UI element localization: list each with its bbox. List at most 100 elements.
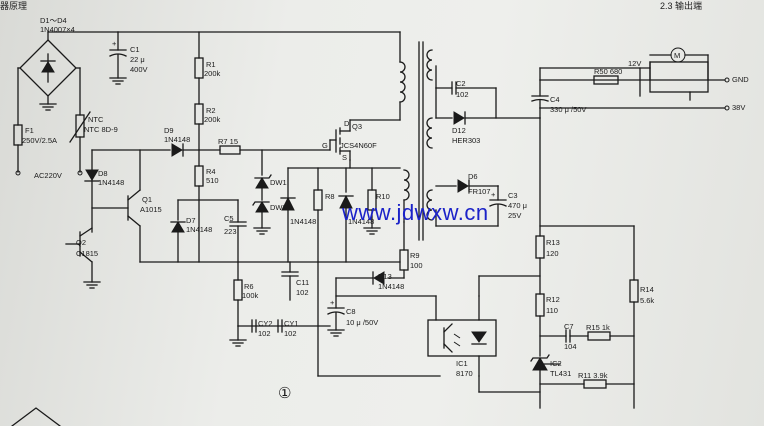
r4-value: 510 [206, 176, 219, 185]
resistor-r4 [194, 149, 204, 263]
output-38v-label: 38V [732, 103, 745, 112]
q2-part: C1815 [76, 249, 98, 258]
r9-ref: R9 [410, 251, 420, 260]
svg-text:+: + [491, 190, 496, 199]
r2-value: 200k [204, 115, 221, 124]
logo-mark-icon [11, 407, 61, 426]
c5-ref: C5 [224, 214, 234, 223]
r13-value: 120 [546, 249, 559, 258]
diode-d8 [84, 169, 100, 182]
zener-dw1-dw2 [252, 149, 272, 235]
resistor-r7 [219, 145, 331, 155]
capacitor-c11 [281, 261, 299, 301]
r1-ref: R1 [206, 60, 216, 69]
ntc-ref: NTC [88, 115, 104, 124]
c4-value: 330 μ /50V [550, 105, 586, 114]
fuse-f1 [13, 124, 23, 176]
ntc-thermistor [69, 111, 91, 176]
r7-label: R7 15 [218, 137, 238, 146]
mosfet-q3 [329, 119, 401, 161]
d12-ref: D12 [452, 126, 466, 135]
ic2-ref: IC2 [550, 359, 562, 368]
svg-text:+: + [330, 298, 335, 307]
sense-diode-left-value: 1N4148 [290, 217, 316, 226]
resistor-r9 [387, 249, 409, 279]
ntc-value: NTC 8D-9 [84, 125, 118, 134]
transistor-q2 [65, 227, 101, 289]
q1-part: A1015 [140, 205, 162, 214]
cy2-ref: CY2 [258, 319, 273, 328]
c3-ref: C3 [508, 191, 518, 200]
q3-source-pin: S [342, 153, 347, 162]
c1-ref: C1 [130, 45, 140, 54]
output-gnd-label: GND [732, 75, 749, 84]
c4-ref: C4 [550, 95, 560, 104]
page-header-right: 2.3 输出端 [660, 0, 702, 11]
d8-value: 1N4148 [98, 178, 124, 187]
dw1-label: DW1 [270, 178, 287, 187]
r12-ref: R12 [546, 295, 560, 304]
r11-label: R11 3.9k [578, 371, 608, 380]
fan-circuit [539, 47, 726, 101]
c1-value-2: 400V [130, 65, 148, 74]
c8-value: 10 μ /50V [346, 318, 378, 327]
c3-value-1: 470 μ [508, 201, 527, 210]
page-header-left: 器原理 [0, 1, 27, 11]
aux-output: + [435, 179, 507, 227]
r14-ref: R14 [640, 285, 654, 294]
output-12v-label: 12V [628, 59, 641, 68]
cy1-ref: CY1 [284, 319, 299, 328]
d7-value: 1N4148 [186, 225, 212, 234]
figure-number: ① [278, 384, 291, 402]
sense-diode-right-value: 1N4148 [348, 217, 374, 226]
dw2-label: DW2 [270, 203, 287, 212]
r14-value: 5.6k [640, 296, 654, 305]
cy2-value: 102 [258, 329, 271, 338]
capacitor-c4 [531, 79, 549, 109]
resistor-r6 [233, 261, 243, 327]
sense-network [280, 167, 381, 263]
d8-ref: D8 [98, 169, 108, 178]
bridge-ref: D1～D4 [40, 16, 67, 25]
r4-ref: R4 [206, 167, 216, 176]
ac-input-label: AC220V [34, 171, 62, 180]
f1-value: 250V/2.5A [22, 136, 57, 145]
q3-drain-pin: D [344, 119, 350, 128]
c7-value: 104 [564, 342, 577, 351]
d6-ref: D6 [468, 172, 478, 181]
d13-ref: D13 [378, 272, 392, 281]
d6-part: FR107 [468, 187, 491, 196]
r6-ref: R6 [244, 282, 254, 291]
q3-ref: Q3 [352, 122, 362, 131]
f1-ref: F1 [25, 126, 34, 135]
c2-ref: C2 [456, 79, 466, 88]
c7-ref: C7 [564, 322, 574, 331]
feedback-network [478, 117, 639, 409]
d7-ref: D7 [186, 216, 196, 225]
watermark-text: www.jdwxw.cn [341, 200, 489, 225]
ic2-part: TL431 [550, 369, 571, 378]
c2-value: 102 [456, 90, 469, 99]
optocoupler-ic1 [427, 295, 497, 377]
resistor-r1-r2 [194, 31, 204, 151]
q3-gate-pin: G [322, 141, 328, 150]
y-capacitors [229, 319, 331, 347]
r6-value: 100k [242, 291, 259, 300]
r1-value: 200k [204, 69, 221, 78]
q1-ref: Q1 [142, 195, 152, 204]
r9-value: 100 [410, 261, 423, 270]
r10-label: R10 [376, 192, 390, 201]
c8-ref: C8 [346, 307, 356, 316]
c5-value: 223 [224, 227, 237, 236]
diode-d7-cap-c5 [170, 199, 247, 263]
c11-value: 102 [296, 288, 309, 297]
d9-value: 1N4148 [164, 135, 190, 144]
bridge-rectifier [17, 31, 119, 126]
c3-value-2: 25V [508, 211, 521, 220]
c1-value-1: 22 μ [130, 55, 145, 64]
r2-ref: R2 [206, 106, 216, 115]
secondary-main [435, 65, 541, 125]
d13-value: 1N4148 [378, 282, 404, 291]
r13-ref: R13 [546, 238, 560, 247]
